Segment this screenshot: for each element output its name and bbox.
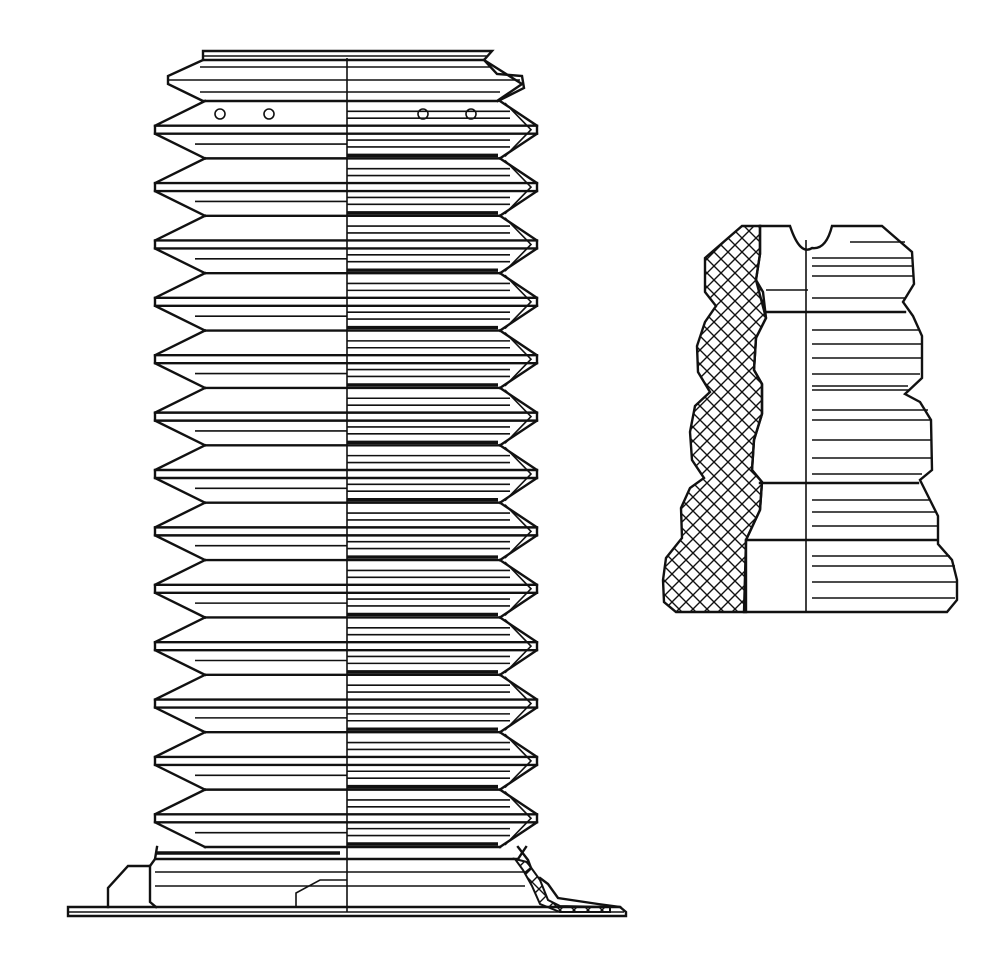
bump-stop-section-hatch — [661, 224, 768, 614]
bellows-convolution — [153, 615, 539, 677]
bellows-convolution — [153, 673, 539, 734]
flange-section-hatch — [512, 857, 611, 913]
bump-stop — [661, 224, 959, 614]
bellows-convolution — [153, 501, 539, 562]
boot-base-flange — [66, 845, 628, 918]
bellows-convolution — [153, 730, 539, 792]
dust-boot — [66, 49, 628, 918]
bump-stop-outline — [742, 224, 959, 614]
bellows-convolution — [153, 328, 539, 390]
bellows-convolution — [153, 386, 539, 447]
bellows-convolution — [153, 443, 539, 505]
bellows-convolution — [153, 156, 539, 218]
bellows-convolutions — [153, 99, 539, 849]
vent-hole-icon — [214, 108, 226, 120]
bellows-convolution — [153, 271, 539, 333]
bellows-convolution — [153, 214, 539, 275]
bellows-convolution — [153, 787, 539, 849]
bump-stop-shading — [812, 241, 957, 599]
vent-hole-icon — [263, 108, 275, 120]
bellows-convolution — [153, 99, 539, 161]
bellows-convolution — [153, 558, 539, 620]
